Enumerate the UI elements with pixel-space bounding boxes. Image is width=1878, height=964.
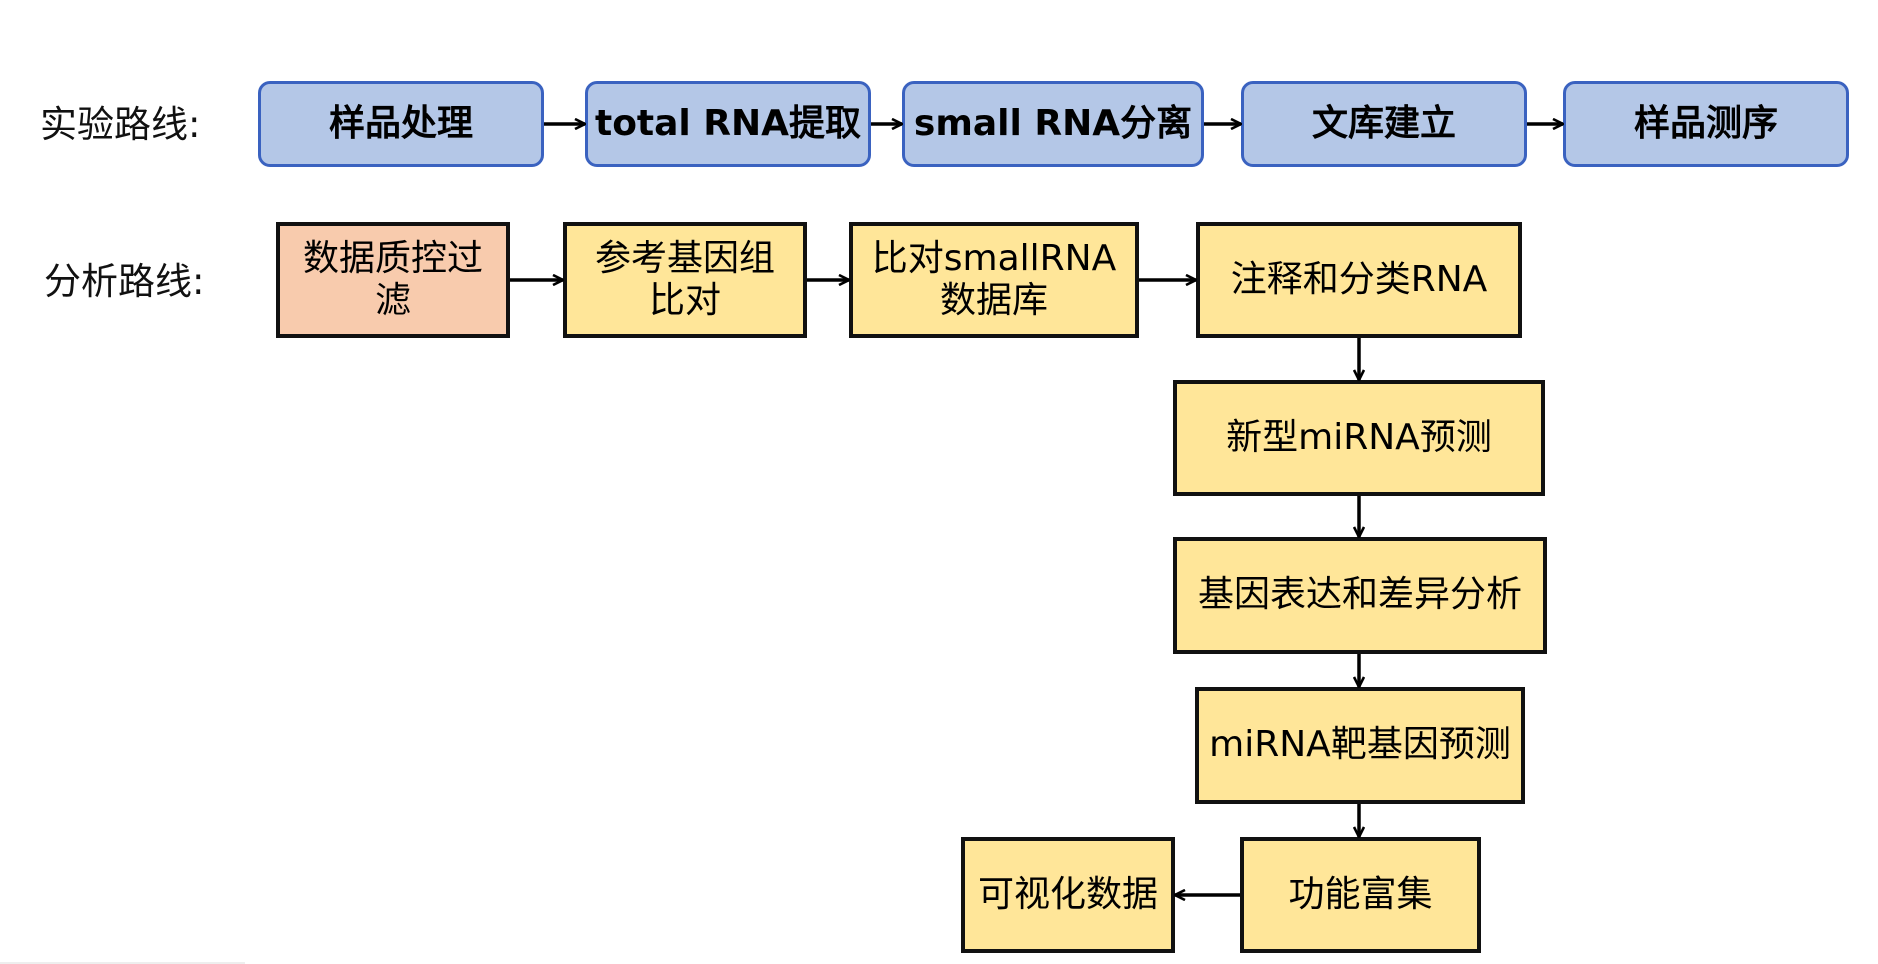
ana-step-quality-control: 数据质控过 滤 bbox=[276, 222, 510, 338]
ana-step-enrichment: 功能富集 bbox=[1240, 837, 1481, 953]
ana-step-label: 基因表达和差异分析 bbox=[1197, 574, 1522, 616]
analysis-route-label: 分析路线: bbox=[44, 260, 205, 303]
ana-step-label: 新型miRNA预测 bbox=[1226, 416, 1492, 458]
exp-step-rna-extraction: total RNA提取 bbox=[585, 81, 871, 167]
ana-step-label-line: 比对 bbox=[648, 280, 721, 321]
ana-step-differential-expression: 基因表达和差异分析 bbox=[1173, 537, 1547, 654]
ana-step-label-line: 滤 bbox=[374, 280, 411, 321]
ana-step-label: 注释和分类RNA bbox=[1230, 258, 1488, 300]
ana-step-label: 功能富集 bbox=[1288, 873, 1433, 915]
exp-step-library-construction: 文库建立 bbox=[1241, 81, 1527, 167]
ana-step-novel-mirna: 新型miRNA预测 bbox=[1173, 380, 1545, 496]
ana-step-target-prediction: miRNA靶基因预测 bbox=[1195, 687, 1525, 804]
ana-step-label-line: 数据质控过 bbox=[302, 237, 483, 279]
ana-step-label-line: 数据库 bbox=[939, 280, 1048, 321]
exp-step-label: 文库建立 bbox=[1311, 102, 1456, 144]
ana-step-label-line: 比对smallRNA bbox=[871, 237, 1117, 279]
exp-step-label: 样品处理 bbox=[328, 102, 473, 144]
ana-step-genome-alignment: 参考基因组 比对 bbox=[563, 222, 807, 338]
exp-step-label: total RNA提取 bbox=[594, 102, 862, 144]
ana-step-visualization: 可视化数据 bbox=[961, 837, 1175, 953]
exp-step-sequencing: 样品测序 bbox=[1563, 81, 1849, 167]
exp-step-label: 样品测序 bbox=[1633, 102, 1778, 144]
ana-step-smallrna-db-alignment: 比对smallRNA 数据库 bbox=[849, 222, 1139, 338]
ana-step-label: miRNA靶基因预测 bbox=[1209, 724, 1511, 766]
experiment-route-label: 实验路线: bbox=[40, 103, 201, 146]
ana-step-annotation: 注释和分类RNA bbox=[1196, 222, 1522, 338]
ana-step-label: 可视化数据 bbox=[977, 873, 1158, 915]
ana-step-label-line: 参考基因组 bbox=[594, 237, 775, 279]
exp-step-sample-processing: 样品处理 bbox=[258, 81, 544, 167]
exp-step-small-rna-isolation: small RNA分离 bbox=[902, 81, 1204, 167]
exp-step-label: small RNA分离 bbox=[913, 102, 1193, 144]
divider bbox=[0, 962, 245, 964]
